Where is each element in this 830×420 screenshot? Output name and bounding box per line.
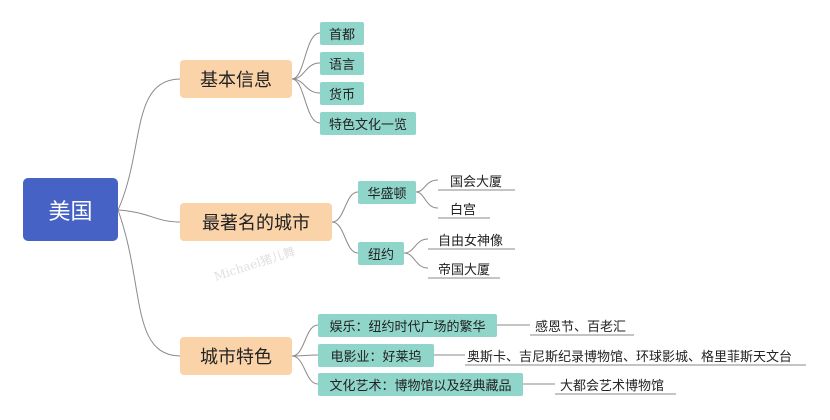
link-washington-whitehouse bbox=[415, 191, 439, 209]
link-features-arts bbox=[291, 355, 319, 385]
branch-famous-cities[interactable]: 最著名的城市 bbox=[180, 203, 332, 241]
topic-film-industry[interactable]: 电影业：好莱坞 bbox=[318, 344, 434, 367]
branch-city-features[interactable]: 城市特色 bbox=[180, 337, 292, 375]
link-basic-culture bbox=[291, 78, 321, 124]
leaf-thanksgiving-broadway[interactable]: 感恩节、百老汇 bbox=[535, 319, 627, 335]
link-root-features bbox=[117, 209, 181, 357]
link-newyork-liberty bbox=[403, 238, 429, 254]
link-cities-washington bbox=[331, 191, 359, 223]
leaf-met-museum[interactable]: 大都会艺术博物馆 bbox=[560, 378, 665, 394]
link-root-cities bbox=[117, 209, 181, 223]
topic-language[interactable]: 语言 bbox=[320, 52, 364, 75]
link-cities-newyork bbox=[331, 221, 359, 254]
leaf-empire-state[interactable]: 帝国大厦 bbox=[438, 262, 491, 278]
topic-culture[interactable]: 特色文化一览 bbox=[320, 112, 416, 135]
city-newyork[interactable]: 纽约 bbox=[358, 242, 404, 265]
city-washington[interactable]: 华盛顿 bbox=[358, 181, 416, 204]
link-newyork-empire bbox=[403, 252, 429, 269]
link-root-basic bbox=[117, 78, 181, 211]
link-basic-capital bbox=[291, 32, 321, 80]
topic-entertainment[interactable]: 娱乐：纽约时代广场的繁华 bbox=[318, 314, 497, 337]
topic-culture-arts[interactable]: 文化艺术：博物馆以及经典藏品 bbox=[318, 373, 523, 396]
leaf-statue-of-liberty[interactable]: 自由女神像 bbox=[438, 233, 504, 249]
leaf-capitol[interactable]: 国会大厦 bbox=[450, 174, 503, 190]
link-features-entertainment bbox=[291, 324, 319, 357]
topic-currency[interactable]: 货币 bbox=[320, 82, 364, 105]
leaf-white-house[interactable]: 白宫 bbox=[450, 202, 477, 218]
branch-basic-info[interactable]: 基本信息 bbox=[180, 60, 292, 98]
link-basic-language bbox=[291, 62, 321, 80]
root-node[interactable]: 美国 bbox=[23, 178, 118, 241]
link-features-film bbox=[291, 354, 319, 357]
leaf-oscars-attractions[interactable]: 奥斯卡、吉尼斯纪录博物馆、环球影城、格里菲斯天文台 bbox=[467, 349, 793, 365]
link-washington-capitol bbox=[415, 179, 439, 193]
topic-capital[interactable]: 首都 bbox=[320, 22, 364, 45]
